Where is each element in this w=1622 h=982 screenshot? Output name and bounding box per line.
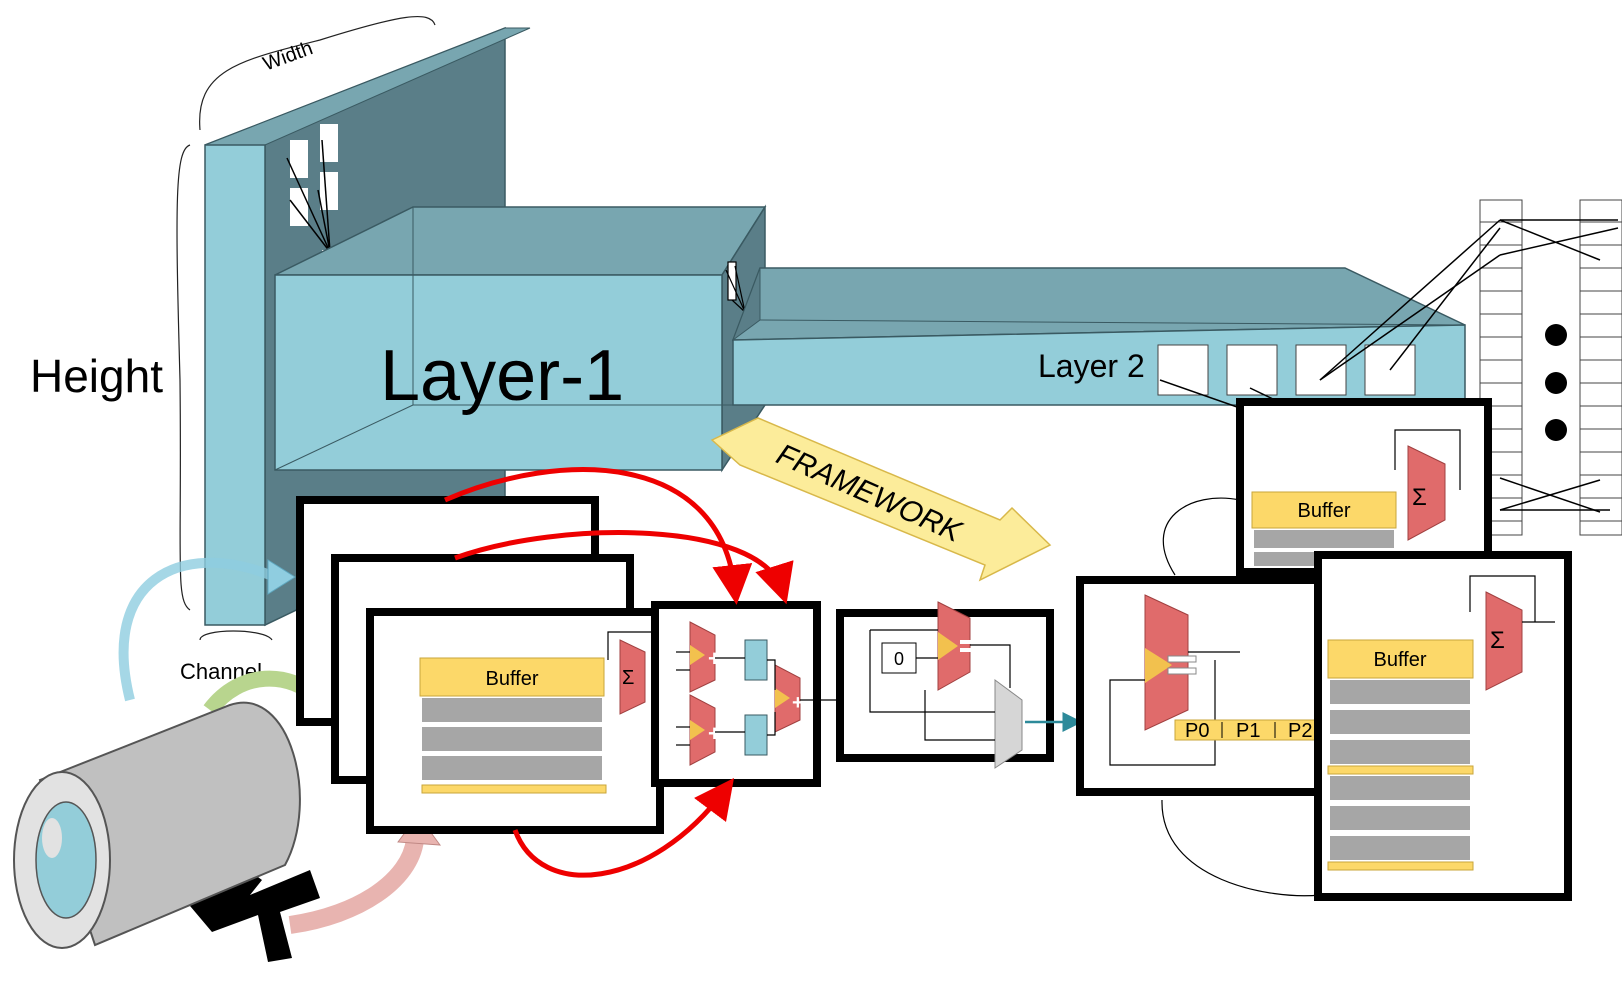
framework-banner [710,417,1052,582]
mac-unit-main [619,639,646,715]
plus-icon-2: + [708,721,721,746]
output-mux [994,679,1023,769]
mac-unit-right [1485,591,1523,691]
red-arrow-2 [454,530,794,605]
p0-label: P0 [1185,720,1209,742]
blue-input-arrowhead [267,559,296,595]
height-bracket [176,144,191,611]
zero-constant [881,642,917,674]
input-volume-front [204,144,266,626]
comparator-panel: 0 [836,601,1083,769]
buffer-block-top-right [1251,491,1397,529]
p2-label: P2 [1288,720,1312,742]
pooling-panel: P0 P1 P2 [1076,497,1329,897]
buffer-right-row-4 [1330,776,1470,800]
buffer-right-divider [1327,765,1474,775]
fc-ellipsis-dots [1545,324,1567,441]
buffer-block-main [419,657,605,697]
buffer-label-main: Buffer [486,668,539,690]
channel-bracket [199,630,273,641]
p1-label: P1 [1236,720,1260,742]
width-bracket [199,16,436,131]
plus-icon-1: + [708,646,721,671]
buffer-row-1 [422,698,602,722]
layer1-volume: Layer-1 [274,204,767,473]
fc-connections [1319,219,1619,513]
layer2-cell-3 [1295,344,1347,396]
adder-tree-panel: + + + [651,601,840,787]
fc-layer [1319,199,1622,536]
layer1-kernel [725,261,746,313]
plus-icon-3: + [792,692,804,714]
mac-unit-top-right [1407,445,1446,541]
layer1-label: Layer-1 [380,336,624,416]
pe-panel-right: Buffer Σ [1314,551,1572,901]
lens-highlight [42,818,62,858]
buffer-right-row-2 [1330,710,1470,734]
layer1-edges [274,207,765,471]
buffer-right-row-5 [1330,806,1470,830]
comparator-input [938,632,958,660]
zero-label: 0 [894,649,904,669]
layer2-cell-2 [1226,344,1278,396]
buffer-block-right [1327,639,1474,679]
adder-final-input [775,688,790,708]
register-1 [744,639,768,681]
fc-column-right [1579,199,1622,536]
kernel-lines [286,139,331,253]
camera [13,701,320,962]
buffer-top-right-row-1 [1254,530,1394,548]
red-arrow-1 [444,467,753,605]
framework-arrow: FRAMEWORK [710,417,1052,582]
layer2-volume: Layer 2 [731,267,1466,409]
buffer-row-3 [422,756,602,780]
buffer-base [421,784,607,794]
register-2 [744,714,768,756]
sigma-icon: Σ [622,667,634,689]
layer2-side [731,267,761,342]
window-1 [290,140,308,178]
window-4 [320,172,338,210]
sigma-icon-right: Σ [1490,627,1505,654]
buffer-right-row-1 [1330,680,1470,704]
buffer-label-right: Buffer [1374,649,1427,671]
height-label: Height [30,350,163,402]
blue-input-arrow [118,557,272,702]
layer2-cell-1 [1157,344,1209,396]
width-label: Width [260,37,316,75]
window-2 [320,124,338,162]
red-arrow-3 [512,778,735,878]
adder-1 [689,621,716,693]
buffer-right-row-3 [1330,740,1470,764]
layer1-front [274,274,723,471]
buffer-right-base [1327,861,1474,871]
pool-comparator-input [1145,648,1172,683]
buffer-label-top-right: Buffer [1298,500,1351,522]
kernel-panel-front: Buffer Σ [366,608,664,834]
buffer-right-row-6 [1330,836,1470,860]
adder-2-input [690,720,705,740]
sigma-icon-top-right: Σ [1412,484,1427,511]
camera-lens [35,801,97,919]
adder-1-input [690,645,705,665]
buffer-row-2 [422,727,602,751]
layer2-label: Layer 2 [1038,348,1145,384]
pe-panel-top-right: Buffer Σ [1236,398,1492,576]
pink-input-arrow [288,838,424,934]
